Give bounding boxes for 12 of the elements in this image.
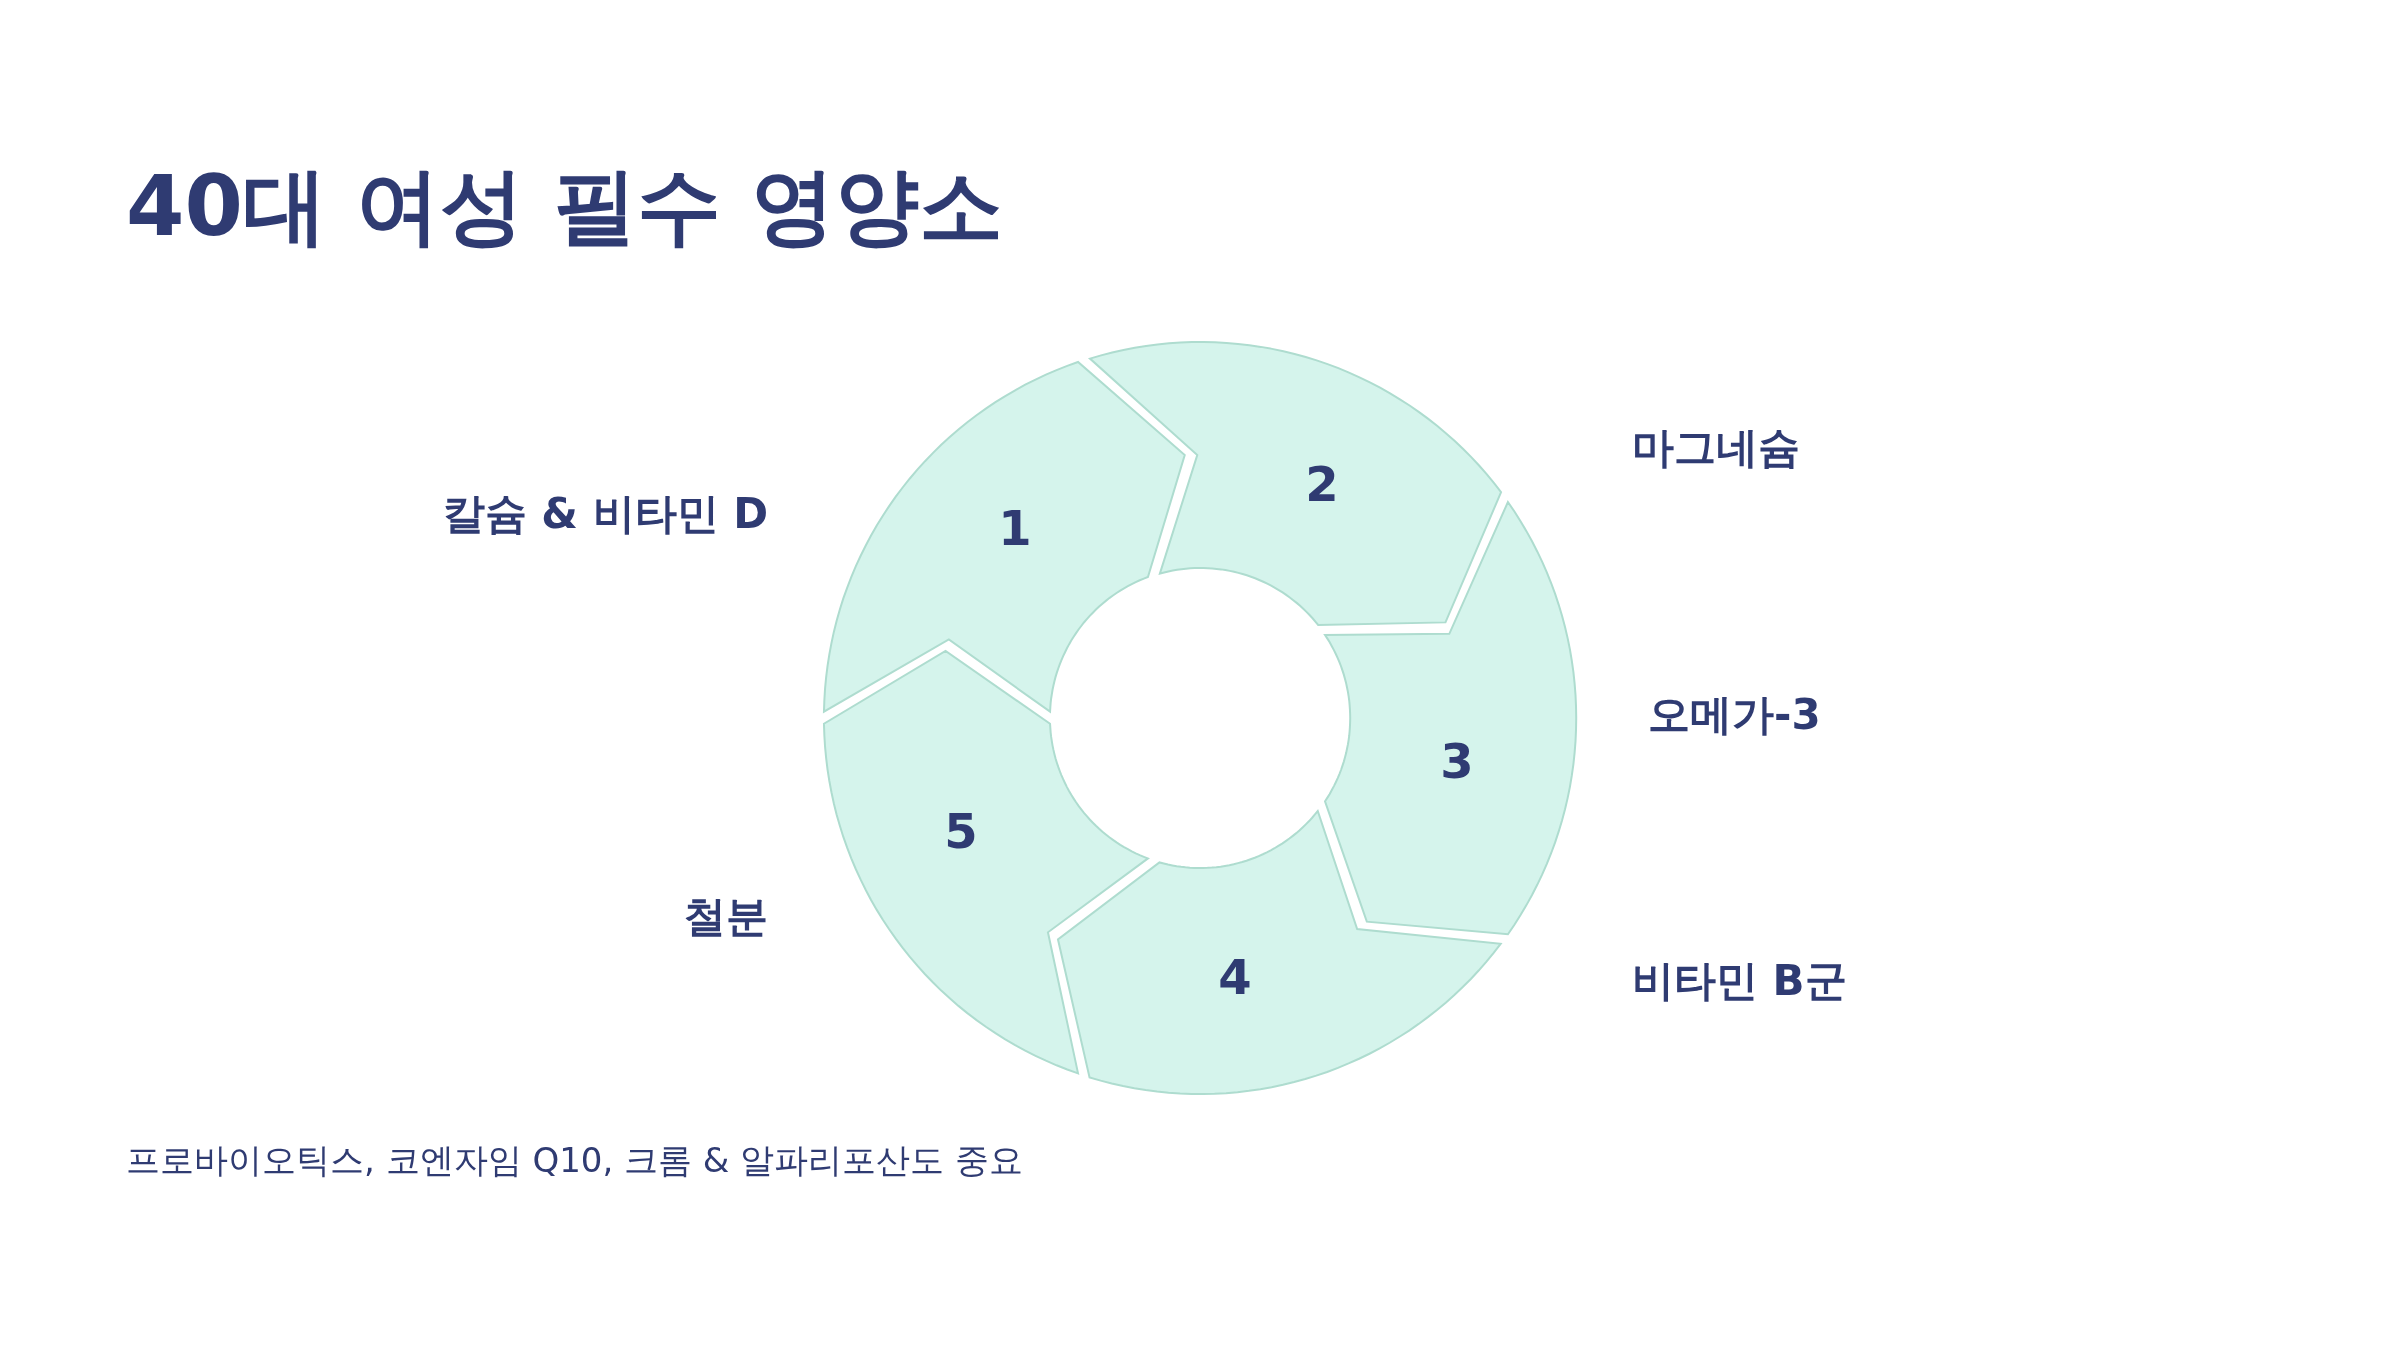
nutrient-label: 오메가-3 (1648, 689, 1821, 741)
nutrient-label: 비타민 B군 (1632, 955, 1847, 1007)
nutrient-label: 철분 (684, 891, 768, 943)
footnote: 프로바이오틱스, 코엔자임 Q10, 크롬 & 알파리포산도 중요 (126, 1140, 1023, 1181)
nutrient-label: 마그네슘 (1632, 422, 1800, 474)
step-number: 4 (1218, 953, 1252, 1001)
nutrient-label: 칼슘 & 비타민 D (442, 488, 768, 540)
step-number: 2 (1305, 460, 1339, 508)
step-number: 1 (998, 504, 1032, 552)
step-number: 3 (1440, 737, 1474, 785)
step-number: 5 (944, 807, 978, 855)
slide-title: 40대 여성 필수 영양소 (126, 160, 1003, 253)
